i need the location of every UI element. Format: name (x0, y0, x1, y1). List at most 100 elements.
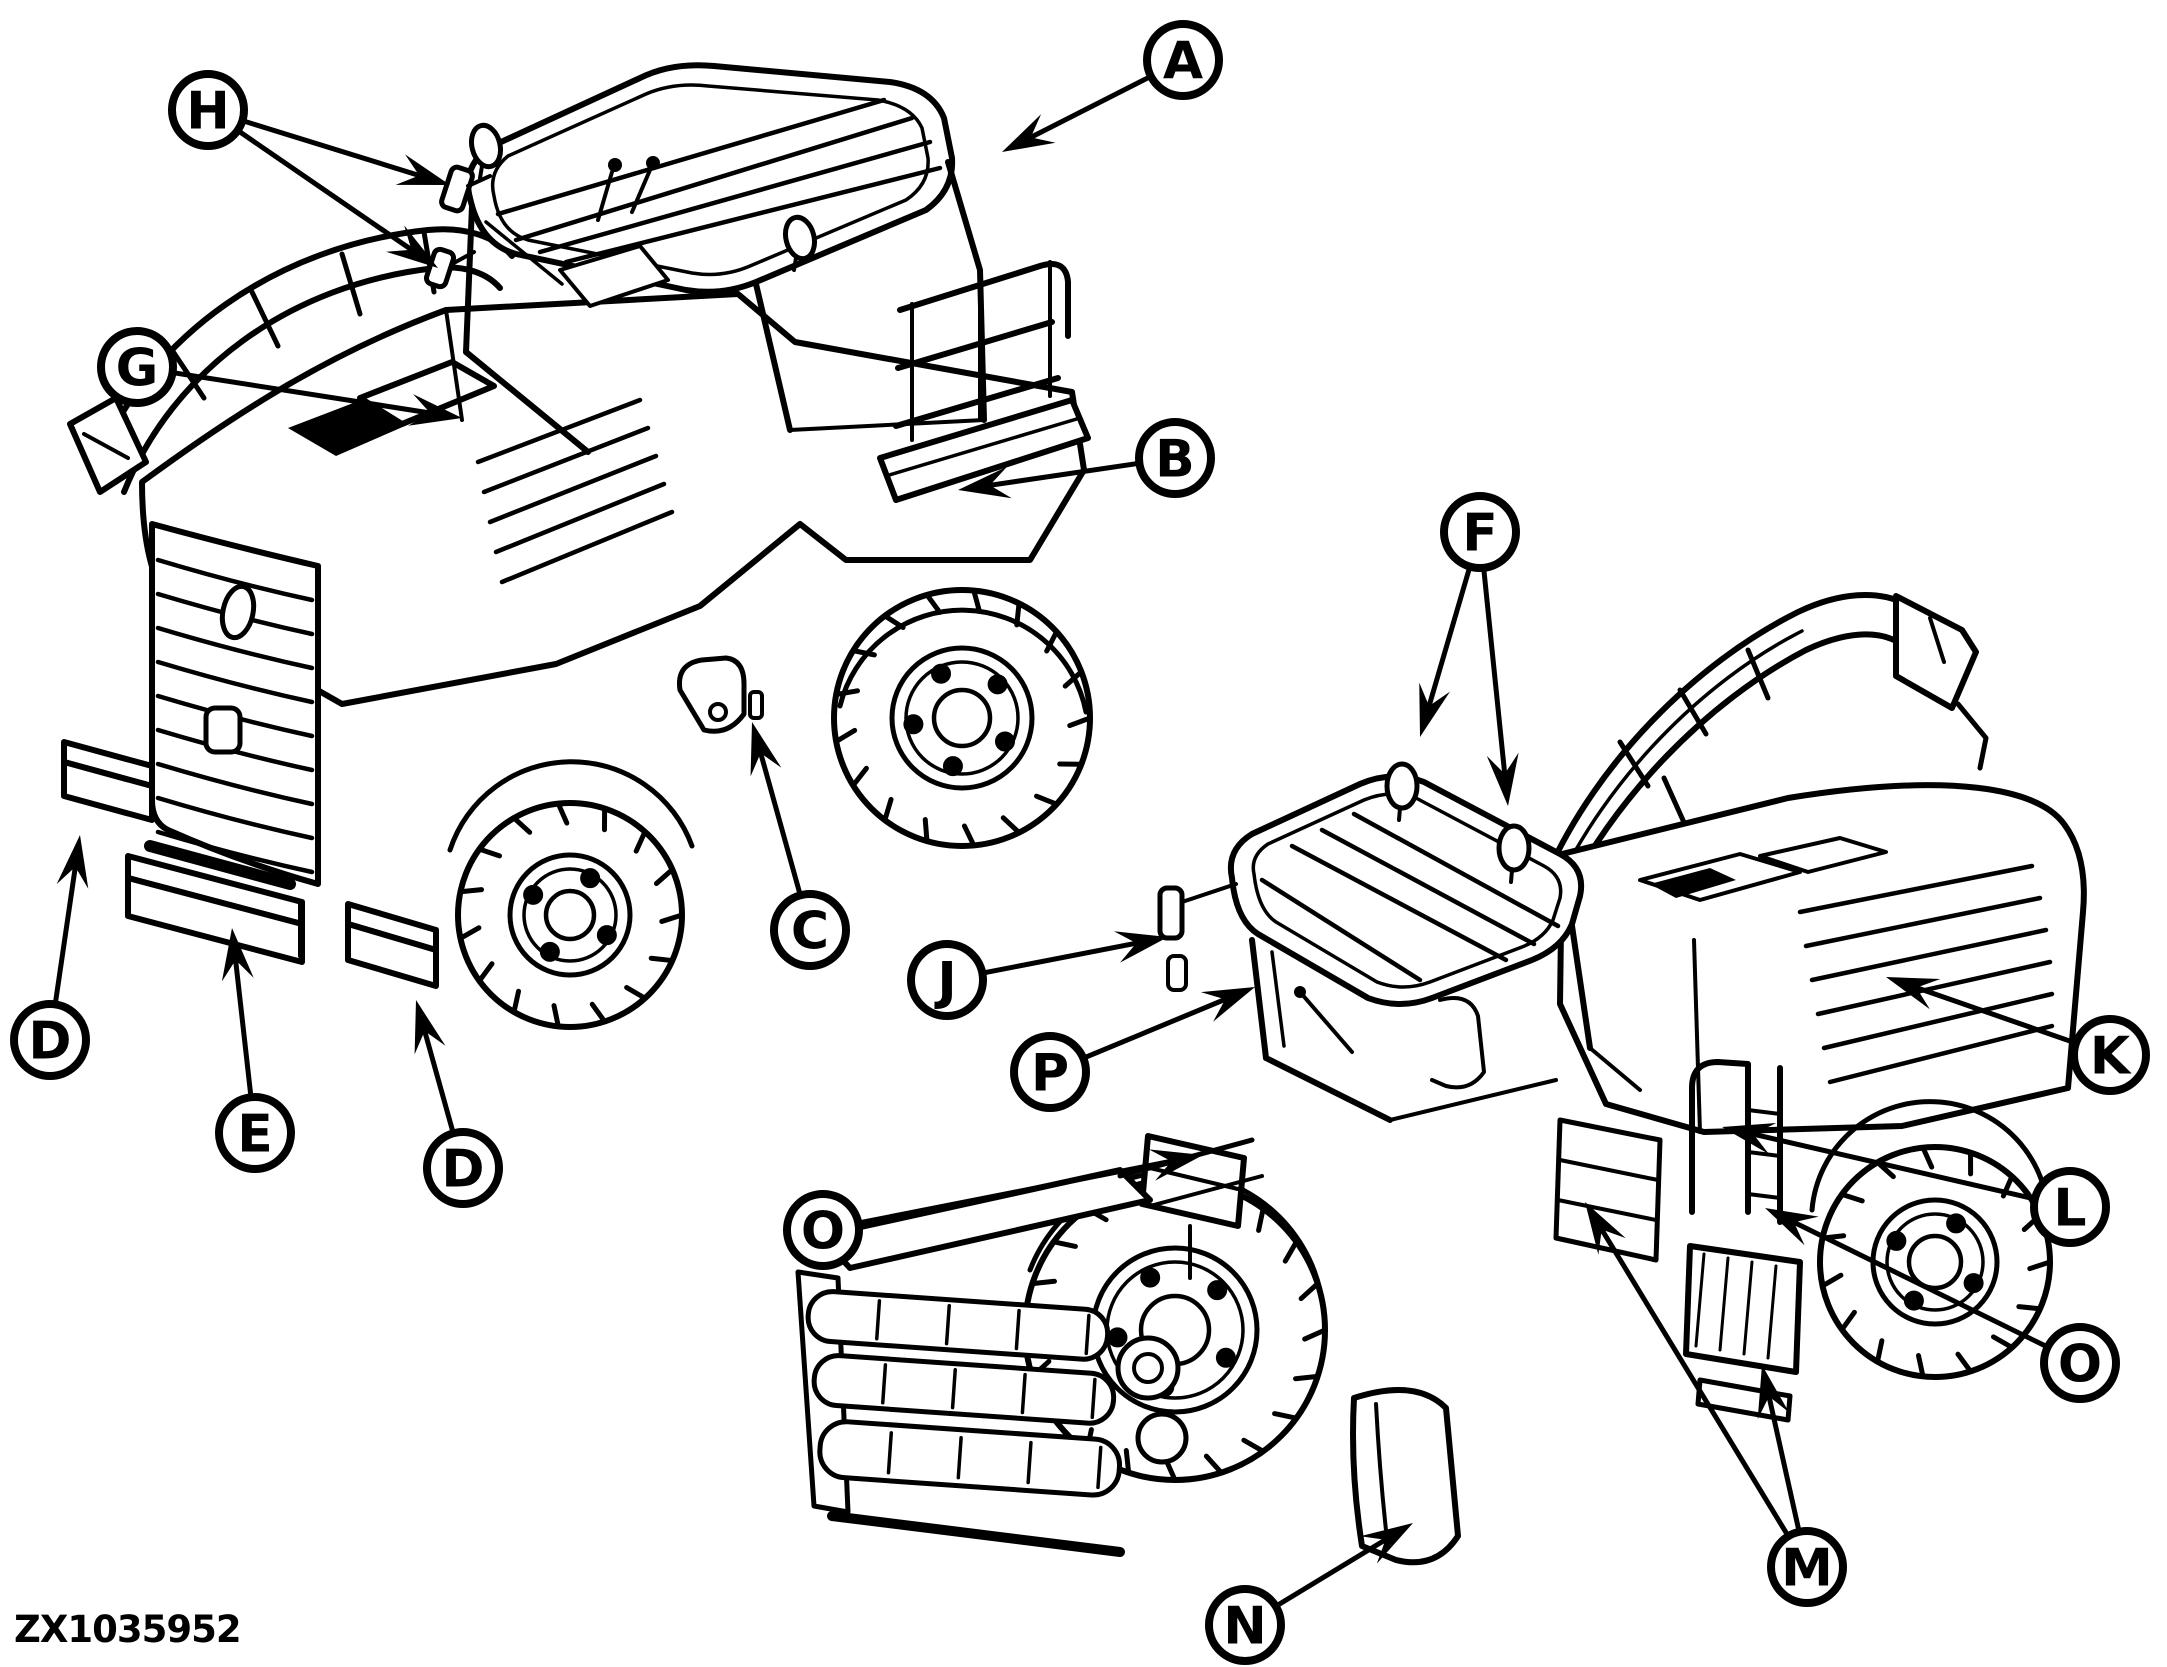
callout-G-circle (97, 327, 177, 407)
right-rear-wheel (1817, 1144, 2053, 1380)
callout-O-right-arrowhead-icon (1765, 1208, 1819, 1246)
callout-H-leader-line (238, 130, 413, 252)
callout-D-front-right-letter: D (441, 1140, 484, 1200)
callout-B-circle (1135, 418, 1215, 498)
callout-O-left-letter: O (801, 1202, 845, 1262)
right-header (795, 1137, 1264, 1557)
callout-F: F (1419, 492, 1520, 806)
callout-F-leader-line (1426, 568, 1472, 707)
callout-D-front-left-leader-line (53, 866, 78, 1002)
callout-C-letter: C (791, 902, 829, 962)
right-side-guard (1350, 1387, 1461, 1566)
callout-A: A (1002, 20, 1223, 152)
callout-P-letter: P (1031, 1044, 1069, 1104)
callout-B-letter: B (1155, 430, 1195, 490)
callout-P: P (1010, 987, 1255, 1112)
callout-M-circle (1767, 1527, 1847, 1607)
right-beacon-2 (1496, 823, 1532, 873)
callout-F-leader-line (1481, 570, 1508, 775)
callout-F-letter: F (1462, 504, 1498, 564)
left-rear-wheel (831, 587, 1093, 849)
callout-G-arrowhead-icon (408, 394, 462, 426)
callout-A-leader-line (1029, 75, 1150, 140)
callout-E-circle (215, 1093, 295, 1173)
callout-E: E (215, 928, 295, 1173)
callout-A-arrowhead-icon (1002, 114, 1056, 152)
callout-N-letter: N (1223, 1597, 1267, 1657)
callout-O-left-circle (783, 1190, 863, 1270)
right-mirror-lower (1166, 954, 1188, 992)
callout-O-left: O (783, 1149, 1203, 1270)
callout-C-circle (770, 890, 850, 970)
callout-H-circle (168, 70, 248, 150)
callout-O-right-letter: O (2058, 1335, 2102, 1395)
callout-L-circle (2030, 1167, 2110, 1247)
callout-D-front-left-circle (10, 1000, 90, 1080)
callout-N: N (1205, 1523, 1413, 1665)
right-spout (1545, 592, 1989, 907)
right-body (1557, 782, 2087, 1135)
callout-F-arrowhead-icon (1419, 682, 1450, 737)
callout-E-leader-line (233, 959, 254, 1095)
callout-F-circle (1440, 492, 1520, 572)
callout-D-front-right-leader-line (422, 1030, 455, 1132)
left-grille-emblem (203, 705, 243, 755)
right-ladder-platform (1683, 1059, 1803, 1423)
callout-D-front-right-circle (423, 1128, 503, 1208)
callout-B-leader-line (989, 461, 1137, 488)
callout-O-right: O (1765, 1208, 2120, 1403)
right-cab (1157, 761, 1642, 1123)
callout-M-letter: M (1781, 1539, 1833, 1599)
callout-K-arrowhead-icon (1886, 977, 1941, 1010)
callout-O-right-leader-line (1792, 1219, 2047, 1349)
left-harvester-illustration (61, 62, 1093, 1030)
left-platform-rails (877, 260, 1091, 503)
callout-D-front-left-letter: D (28, 1012, 71, 1072)
figure-id: ZX1035952 (14, 1608, 242, 1651)
callout-P-leader-line (1085, 997, 1227, 1060)
left-beacon-1 (468, 122, 504, 170)
callout-M-leader-line (1766, 1395, 1801, 1530)
callout-G: G (97, 327, 462, 426)
left-mirror-upper (439, 164, 475, 214)
callout-M-arrowhead-icon (1585, 1202, 1626, 1255)
callout-J-circle (907, 940, 987, 1020)
callout-P-arrowhead-icon (1200, 987, 1255, 1022)
callout-G-letter: G (116, 339, 159, 399)
callout-N-leader-line (1277, 1537, 1387, 1607)
callout-O-right-circle (2040, 1323, 2120, 1403)
callout-J-leader-line (984, 940, 1137, 976)
callout-A-circle (1143, 20, 1223, 100)
right-rear-fender (1809, 1099, 2051, 1233)
right-harvester-illustration (795, 592, 2087, 1566)
left-spout (67, 226, 515, 495)
callout-D-front-right: D (414, 1000, 503, 1208)
callout-B-arrowhead-icon (958, 466, 1012, 499)
callout-B: B (958, 418, 1215, 499)
callout-J: J (907, 931, 1168, 1020)
callout-N-circle (1205, 1585, 1285, 1665)
callout-C-arrowhead-icon (750, 722, 782, 777)
callout-J-arrowhead-icon (1113, 931, 1168, 963)
callout-G-leader-line (175, 370, 431, 416)
callout-K-leader-line (1915, 985, 2074, 1045)
callout-L-leader-line (1752, 1131, 2033, 1201)
callout-D-front-right-arrowhead-icon (414, 1000, 446, 1055)
callout-H-letter: H (186, 82, 230, 142)
callout-C: C (750, 722, 850, 970)
callout-K-letter: K (2090, 1027, 2132, 1087)
callout-E-arrowhead-icon (221, 928, 254, 982)
callout-K-circle (2070, 1015, 2150, 1095)
left-beacon-2 (782, 214, 818, 262)
callout-L-arrowhead-icon (1722, 1123, 1777, 1155)
callout-A-letter: A (1163, 32, 1203, 92)
callout-E-letter: E (237, 1105, 273, 1165)
callout-layer: A H G B C D E D F JP O K L O M N (10, 20, 2150, 1665)
callout-M: M (1585, 1202, 1847, 1607)
right-mirror (1157, 885, 1185, 941)
callout-N-arrowhead-icon (1360, 1523, 1413, 1564)
callout-H-arrowhead-icon (386, 225, 438, 268)
callout-L-letter: L (2053, 1179, 2086, 1239)
